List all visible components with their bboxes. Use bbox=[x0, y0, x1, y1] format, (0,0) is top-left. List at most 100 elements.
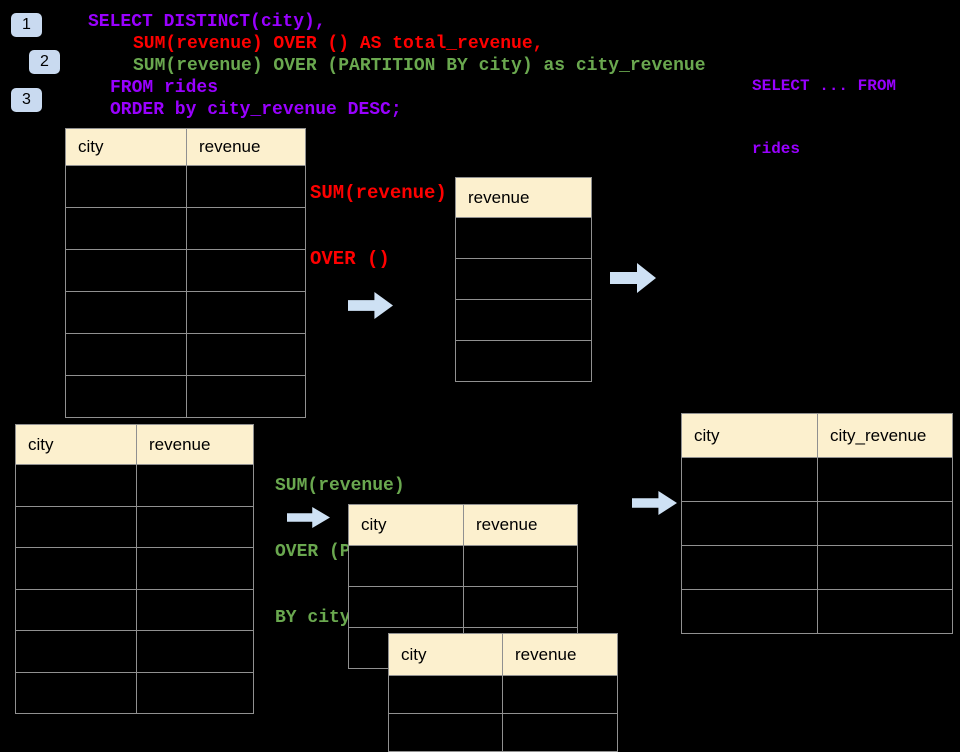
table-cell bbox=[65, 333, 187, 376]
column-header: revenue bbox=[186, 128, 306, 166]
table-cell bbox=[136, 588, 254, 631]
side-note-line: SELECT ... FROM bbox=[752, 77, 897, 95]
table-row bbox=[681, 501, 953, 546]
flow-arrow-to-result-table bbox=[632, 491, 677, 515]
table-row bbox=[65, 291, 306, 334]
sql-line-select: SELECT DISTINCT(city), bbox=[88, 12, 326, 32]
table-cell bbox=[65, 375, 187, 418]
table-cell bbox=[681, 545, 818, 590]
sql-line-sum-over-total: SUM(revenue) OVER () AS total_revenue, bbox=[133, 34, 544, 54]
side-note-select-from-rides: SELECT ... FROM rides bbox=[752, 34, 896, 181]
right-arrow-icon bbox=[287, 507, 330, 528]
table-row bbox=[15, 464, 254, 507]
table-cell bbox=[817, 589, 953, 634]
table-cell bbox=[65, 165, 187, 208]
flow-arrow-to-total-table bbox=[348, 292, 393, 319]
sql-window-function-diagram: { "colors": { "background": "#000000", "… bbox=[11, 12, 953, 752]
table-cell bbox=[388, 675, 503, 714]
step-badge-2: 2 bbox=[29, 50, 60, 74]
annotation-line: BY city) bbox=[275, 608, 362, 628]
table-cell bbox=[136, 464, 254, 507]
table-cell bbox=[681, 457, 818, 502]
table-cell bbox=[186, 333, 306, 376]
table-cell bbox=[348, 545, 464, 587]
right-arrow-icon bbox=[632, 491, 677, 515]
table-cell bbox=[136, 505, 254, 548]
table-row bbox=[455, 340, 592, 382]
table-cell bbox=[186, 165, 306, 208]
table-cell bbox=[681, 501, 818, 546]
table-cell bbox=[817, 457, 953, 502]
table-row bbox=[65, 249, 306, 292]
table-cell bbox=[15, 464, 137, 507]
column-header: revenue bbox=[463, 504, 578, 546]
table-cell bbox=[136, 630, 254, 673]
side-note-line: rides bbox=[752, 140, 801, 158]
table-row bbox=[15, 588, 254, 631]
annotation-line: SUM(revenue) bbox=[275, 476, 405, 496]
column-header: revenue bbox=[502, 633, 618, 676]
table-row bbox=[455, 258, 592, 300]
table-cell bbox=[15, 671, 137, 714]
table-cell bbox=[186, 249, 306, 292]
table-cell bbox=[455, 299, 592, 341]
column-header: city bbox=[15, 424, 137, 465]
table-row bbox=[15, 671, 254, 714]
table-cell bbox=[463, 545, 578, 587]
table-cell bbox=[15, 505, 137, 548]
table-row bbox=[65, 333, 306, 376]
table-row bbox=[15, 547, 254, 590]
column-header: city bbox=[348, 504, 464, 546]
table-cell bbox=[186, 375, 306, 418]
table-header-row: revenue bbox=[455, 177, 592, 218]
table-cell bbox=[136, 671, 254, 714]
column-header: revenue bbox=[455, 177, 592, 218]
table-cell bbox=[502, 675, 618, 714]
table-row bbox=[388, 675, 618, 714]
right-arrow-icon bbox=[348, 292, 393, 319]
table-row bbox=[455, 217, 592, 259]
table-cell bbox=[65, 249, 187, 292]
column-header: city bbox=[388, 633, 503, 676]
table-row bbox=[65, 375, 306, 418]
table-row bbox=[388, 713, 618, 752]
table-cell bbox=[136, 547, 254, 590]
table-cell bbox=[463, 586, 578, 628]
column-header: city_revenue bbox=[817, 413, 953, 458]
table-cell bbox=[348, 586, 464, 628]
table-cell bbox=[455, 217, 592, 259]
sql-line-from: FROM rides bbox=[110, 78, 219, 98]
flow-arrow-to-partition-tables bbox=[287, 507, 330, 528]
total-revenue-table: revenue bbox=[455, 177, 592, 382]
table-cell bbox=[65, 207, 187, 250]
right-arrow-icon bbox=[610, 263, 656, 293]
step-badge-3: 3 bbox=[11, 88, 42, 112]
table-cell bbox=[681, 589, 818, 634]
table-cell bbox=[388, 713, 503, 752]
table-row bbox=[15, 630, 254, 673]
annotation-sum-over-empty: SUM(revenue) OVER () bbox=[310, 138, 447, 292]
table-cell bbox=[817, 545, 953, 590]
table-cell bbox=[15, 588, 137, 631]
table-row bbox=[681, 545, 953, 590]
table-row bbox=[455, 299, 592, 341]
table-cell bbox=[502, 713, 618, 752]
table-cell bbox=[186, 207, 306, 250]
table-row bbox=[681, 457, 953, 502]
table-row bbox=[65, 207, 306, 250]
flow-arrow-from-total-table bbox=[610, 263, 656, 293]
table-cell bbox=[817, 501, 953, 546]
step-badge-1: 1 bbox=[11, 13, 42, 37]
table-row bbox=[348, 545, 578, 587]
table-cell bbox=[65, 291, 187, 334]
table-row bbox=[348, 586, 578, 628]
annotation-line: OVER () bbox=[310, 248, 390, 270]
